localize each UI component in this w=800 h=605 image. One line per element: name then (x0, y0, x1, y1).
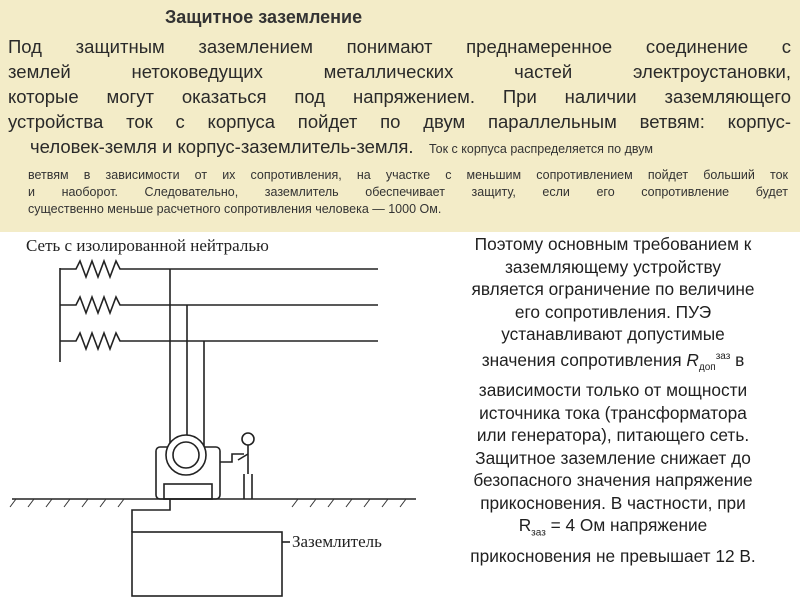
text-line: Поэтому основным требованием к (474, 234, 752, 254)
text-line: Защитное заземление снижает до (475, 447, 751, 468)
intro-line: Под защитным заземлением понимают предна… (8, 36, 791, 57)
motor-stator (165, 434, 207, 476)
r-sup: заз (715, 350, 731, 362)
r-symbol: R (686, 349, 699, 370)
grounding-diagram: Сеть с изолированной нейтралью Заземлите… (0, 232, 430, 600)
r-line-prefix: значения сопротивления (481, 349, 687, 370)
note-line: и наоборот. Следовательно, заземлитель о… (28, 185, 788, 199)
intro-tail: Ток с корпуса распределяется по двум (429, 142, 653, 156)
text-line: источника тока (трансформатора (479, 402, 747, 423)
text-line: прикосновения не превышает 12 В. (470, 546, 756, 567)
header-panel: Защитное заземление Под защитным заземле… (0, 0, 800, 232)
motor-base (163, 483, 213, 500)
r-line-suffix: в (730, 349, 745, 370)
resistor-3 (60, 330, 134, 352)
intro-line: которые могут оказаться под напряжением.… (8, 86, 791, 107)
note-line: существенно меньше расчетного сопротивле… (28, 202, 442, 216)
intro-line: устройства ток с корпуса пойдет по двум … (8, 111, 791, 132)
rz-sub: заз (531, 527, 546, 539)
grounding-schematic (9, 258, 416, 597)
touch-wire (220, 453, 244, 463)
resistor-2 (60, 294, 134, 316)
page-title: Защитное заземление (165, 7, 363, 27)
text-line: заземляющему устройству (505, 256, 721, 277)
ground-hatching (9, 498, 407, 508)
text-line: его сопротивления. ПУЭ (514, 301, 712, 322)
grounding-label: Заземлитель (292, 532, 382, 551)
main-text: Поэтому основным требованием к заземляющ… (438, 233, 788, 568)
note-line: ветвям в зависимости от их сопротивления… (28, 168, 788, 182)
text-line: безопасного значения напряжение (473, 470, 753, 491)
network-label: Сеть с изолированной нейтралью (26, 236, 269, 255)
rz-suffix: = 4 Ом напряжение (545, 515, 708, 536)
ground-conductor (131, 499, 171, 532)
rz-line: Rзаз = 4 Ом напряжение (438, 514, 788, 545)
person-head (241, 432, 255, 446)
intro-line: землей нетоковедущих металлических часте… (8, 61, 791, 82)
r-allowed-line: значения сопротивления Rдопзаз в (438, 346, 788, 380)
text-line: устанавливают допустимые (501, 324, 725, 344)
grounding-electrode (131, 531, 283, 597)
resistor-1 (60, 258, 134, 280)
intro-line-text: человек-земля и корпус-заземлитель-земля… (30, 136, 414, 157)
intro-line-last: человек-земля и корпус-заземлитель-земля… (8, 134, 791, 162)
text-line: является ограничение по величине (471, 279, 755, 299)
rz-symbol: R (518, 515, 532, 536)
text-line: или генератора), питающего сеть. (476, 425, 750, 446)
intro-paragraph: Под защитным заземлением понимают предна… (8, 34, 791, 162)
text-line: прикосновения. В частности, при (480, 492, 746, 513)
note-paragraph: ветвям в зависимости от их сопротивления… (28, 167, 788, 218)
motor-rotor (172, 441, 200, 469)
r-sub: доп (698, 361, 716, 373)
text-line: зависимости только от мощности (478, 380, 748, 401)
person-arm (237, 453, 249, 461)
